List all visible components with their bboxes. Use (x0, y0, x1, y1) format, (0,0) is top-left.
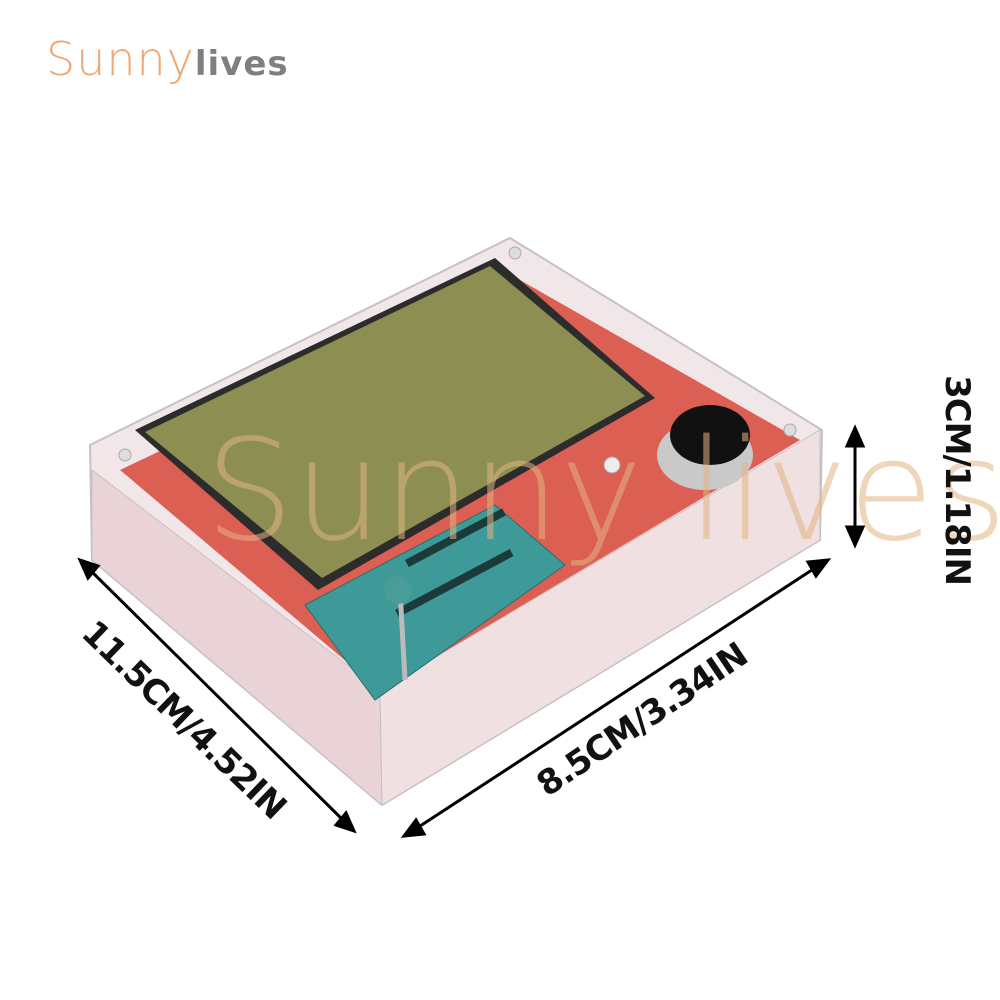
lcd-screen (145, 266, 645, 578)
width-arrow (413, 564, 819, 832)
arrowhead (844, 525, 866, 549)
case-right-side (379, 429, 821, 806)
screw-hole (783, 423, 797, 437)
screw-hole (508, 246, 522, 260)
arrowhead (805, 558, 832, 579)
arrowhead (844, 424, 866, 448)
push-button (670, 405, 750, 465)
socket-lever (397, 589, 408, 681)
led (603, 456, 621, 474)
lever-knob (384, 576, 412, 604)
arrowhead (400, 817, 427, 838)
logo-text-sunny: Sunny (46, 32, 195, 86)
arrowhead (77, 557, 101, 581)
watermark: Sunny lives (205, 410, 1000, 573)
socket-pins (395, 508, 514, 618)
dimension-arrows (77, 424, 866, 838)
screw-hole (118, 448, 132, 462)
arrowhead (333, 810, 357, 834)
logo-text-lives: lives (194, 44, 289, 84)
zif-socket (304, 504, 566, 701)
height-dimension-label: 3CM/1.18IN (936, 375, 977, 585)
brand-logo: Sunnylives (46, 36, 289, 82)
length-arrow (86, 566, 348, 825)
